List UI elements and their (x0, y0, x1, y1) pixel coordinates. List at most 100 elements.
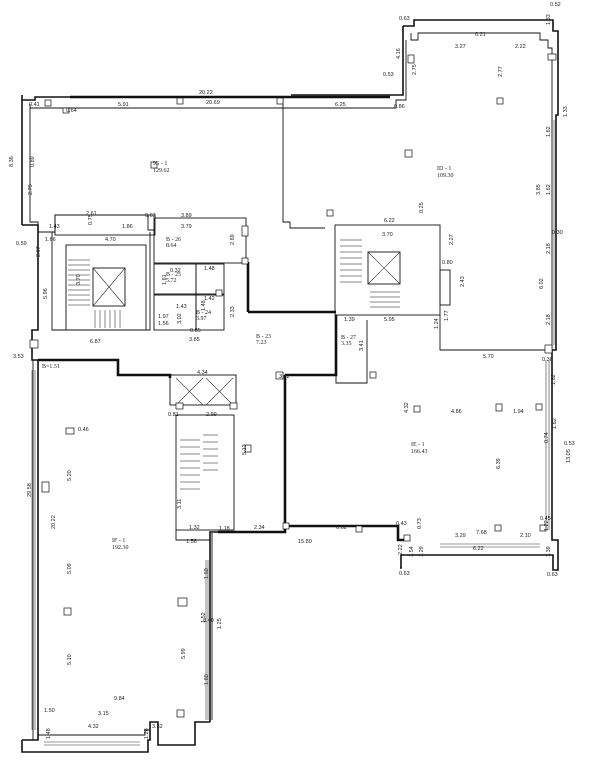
dimension: 4.34 (197, 370, 208, 376)
dimension: 3.02 (177, 313, 183, 324)
dimension: 0.52 (550, 2, 561, 8)
dimension: 1.43 (49, 224, 60, 230)
dimension: 6.39 (496, 458, 502, 469)
dimension: 6.22 (384, 218, 395, 224)
dimension: 0.80 (442, 260, 453, 266)
dimension: 3.27 (455, 44, 466, 50)
dimension: 2.43 (460, 276, 466, 287)
room-small-label: B=1.51 (42, 364, 60, 370)
dimension: 0.21 (475, 32, 486, 38)
dimension: 4.86 (451, 409, 462, 415)
room-ig-code: IG - 1 (153, 161, 167, 167)
dimension: 0.53 (383, 72, 394, 78)
stair-treads (68, 239, 400, 490)
dimension: 1.50 (44, 708, 55, 714)
dimension: 1.62 (546, 184, 552, 195)
columns (29, 53, 557, 718)
dimension: 3.29 (455, 533, 466, 539)
dimension: 0.75 (88, 214, 94, 225)
dimension: 2.61 (86, 211, 97, 217)
dimension: 0.85 (190, 328, 201, 334)
dimension: 7.68 (476, 530, 487, 536)
dimension: 3.89 (181, 213, 192, 219)
room-id-code: ID - 1 (437, 166, 451, 172)
dimension: 1.43 (176, 304, 187, 310)
dimension: 3.53 (13, 354, 24, 360)
dimension: 20.69 (206, 100, 220, 106)
dimension: 1.25 (217, 618, 223, 629)
room-26-code: B - 26 (166, 237, 181, 243)
dimension: 0.73 (417, 518, 423, 529)
room-if-area: 192.30 (112, 545, 129, 551)
dimension: 6.87 (90, 339, 101, 345)
dimension: 1.29 (419, 546, 425, 557)
dimension: 2.69 (230, 234, 236, 245)
room-24-area: 3.97 (196, 316, 207, 322)
dimension: 1.77 (444, 310, 450, 321)
dimension: 6.25 (335, 102, 346, 108)
dimension: 1.61 (162, 274, 168, 285)
dimension: 0.63 (547, 572, 558, 578)
dimension: 1.56 (186, 539, 197, 545)
dimension: 2.10 (520, 533, 531, 539)
dimension: 0.63 (399, 571, 410, 577)
dimension: 3.41 (359, 340, 365, 351)
dimension: 2.99 (206, 412, 217, 418)
room-24-code: B - 24 (196, 310, 211, 316)
dimension: 0.89 (30, 156, 36, 167)
dimension: 4.16 (396, 48, 402, 59)
dimension: 1.54 (409, 546, 415, 557)
room-25-code: B - 25 (166, 272, 181, 278)
dimension: 1.66 (45, 237, 56, 243)
dimension: 5.91 (118, 102, 129, 108)
outer-walls (21, 19, 559, 753)
dimension: 6.02 (539, 278, 545, 289)
dimension: 2.34 (254, 525, 265, 531)
room-if-code: IF - 1 (112, 538, 125, 544)
room-id-area: 109.30 (437, 173, 454, 179)
dimension: 5.10 (67, 654, 73, 665)
dimension: 0.63 (145, 213, 156, 219)
dimension: 2.27 (449, 234, 455, 245)
dimension: 2.18 (546, 314, 552, 325)
dimension: 1.52 (201, 612, 207, 623)
dimension: 5.99 (181, 648, 187, 659)
dimension: 3.32 (152, 724, 163, 730)
dimension: 5.70 (483, 354, 494, 360)
dimension: 5.09 (67, 563, 73, 574)
dimension: 3.70 (382, 232, 393, 238)
dimension: 1.39 (344, 317, 355, 323)
dimension: 3.79 (181, 224, 192, 230)
dimension: 1.39 (546, 546, 552, 557)
dimension: 9.84 (114, 696, 125, 702)
dimension: 4.32 (404, 402, 410, 413)
dimension: 3.70 (76, 274, 82, 285)
dimension: 1.97 (158, 314, 169, 320)
dimension: 1.56 (158, 321, 169, 327)
dimension: 0.81 (168, 412, 179, 418)
dimension: 2.33 (230, 306, 236, 317)
dimension: 1.62 (551, 374, 557, 385)
dimension: 1.62 (552, 418, 558, 429)
dimension: 5.13 (242, 444, 248, 455)
dimension: 15.80 (298, 539, 312, 545)
room-ie-code: IE - 1 (411, 442, 425, 448)
dimension: 4.32 (88, 724, 99, 730)
dimension: 20.22 (199, 90, 213, 96)
dimension: 2.07 (36, 246, 42, 257)
windows (31, 120, 555, 746)
room-27-code: B - 27 (341, 335, 356, 341)
dimension: 0.86 (394, 104, 405, 110)
dimension: 0.74 (544, 432, 550, 443)
dimension: 1.48 (201, 300, 207, 311)
dimension: 5.96 (43, 288, 49, 299)
dimension: 2.75 (412, 64, 418, 75)
dimension: 1.60 (204, 568, 210, 579)
dimension: 1.86 (122, 224, 133, 230)
dimension: 0.53 (564, 441, 575, 447)
dimension: 0.32 (170, 268, 181, 274)
dimension: 1.60 (204, 674, 210, 685)
dimension-labels: 0.63 0.52 1.33 0.21 3.27 2.22 4.16 2.75 … (9, 2, 575, 739)
dimension: 1.32 (189, 525, 200, 531)
